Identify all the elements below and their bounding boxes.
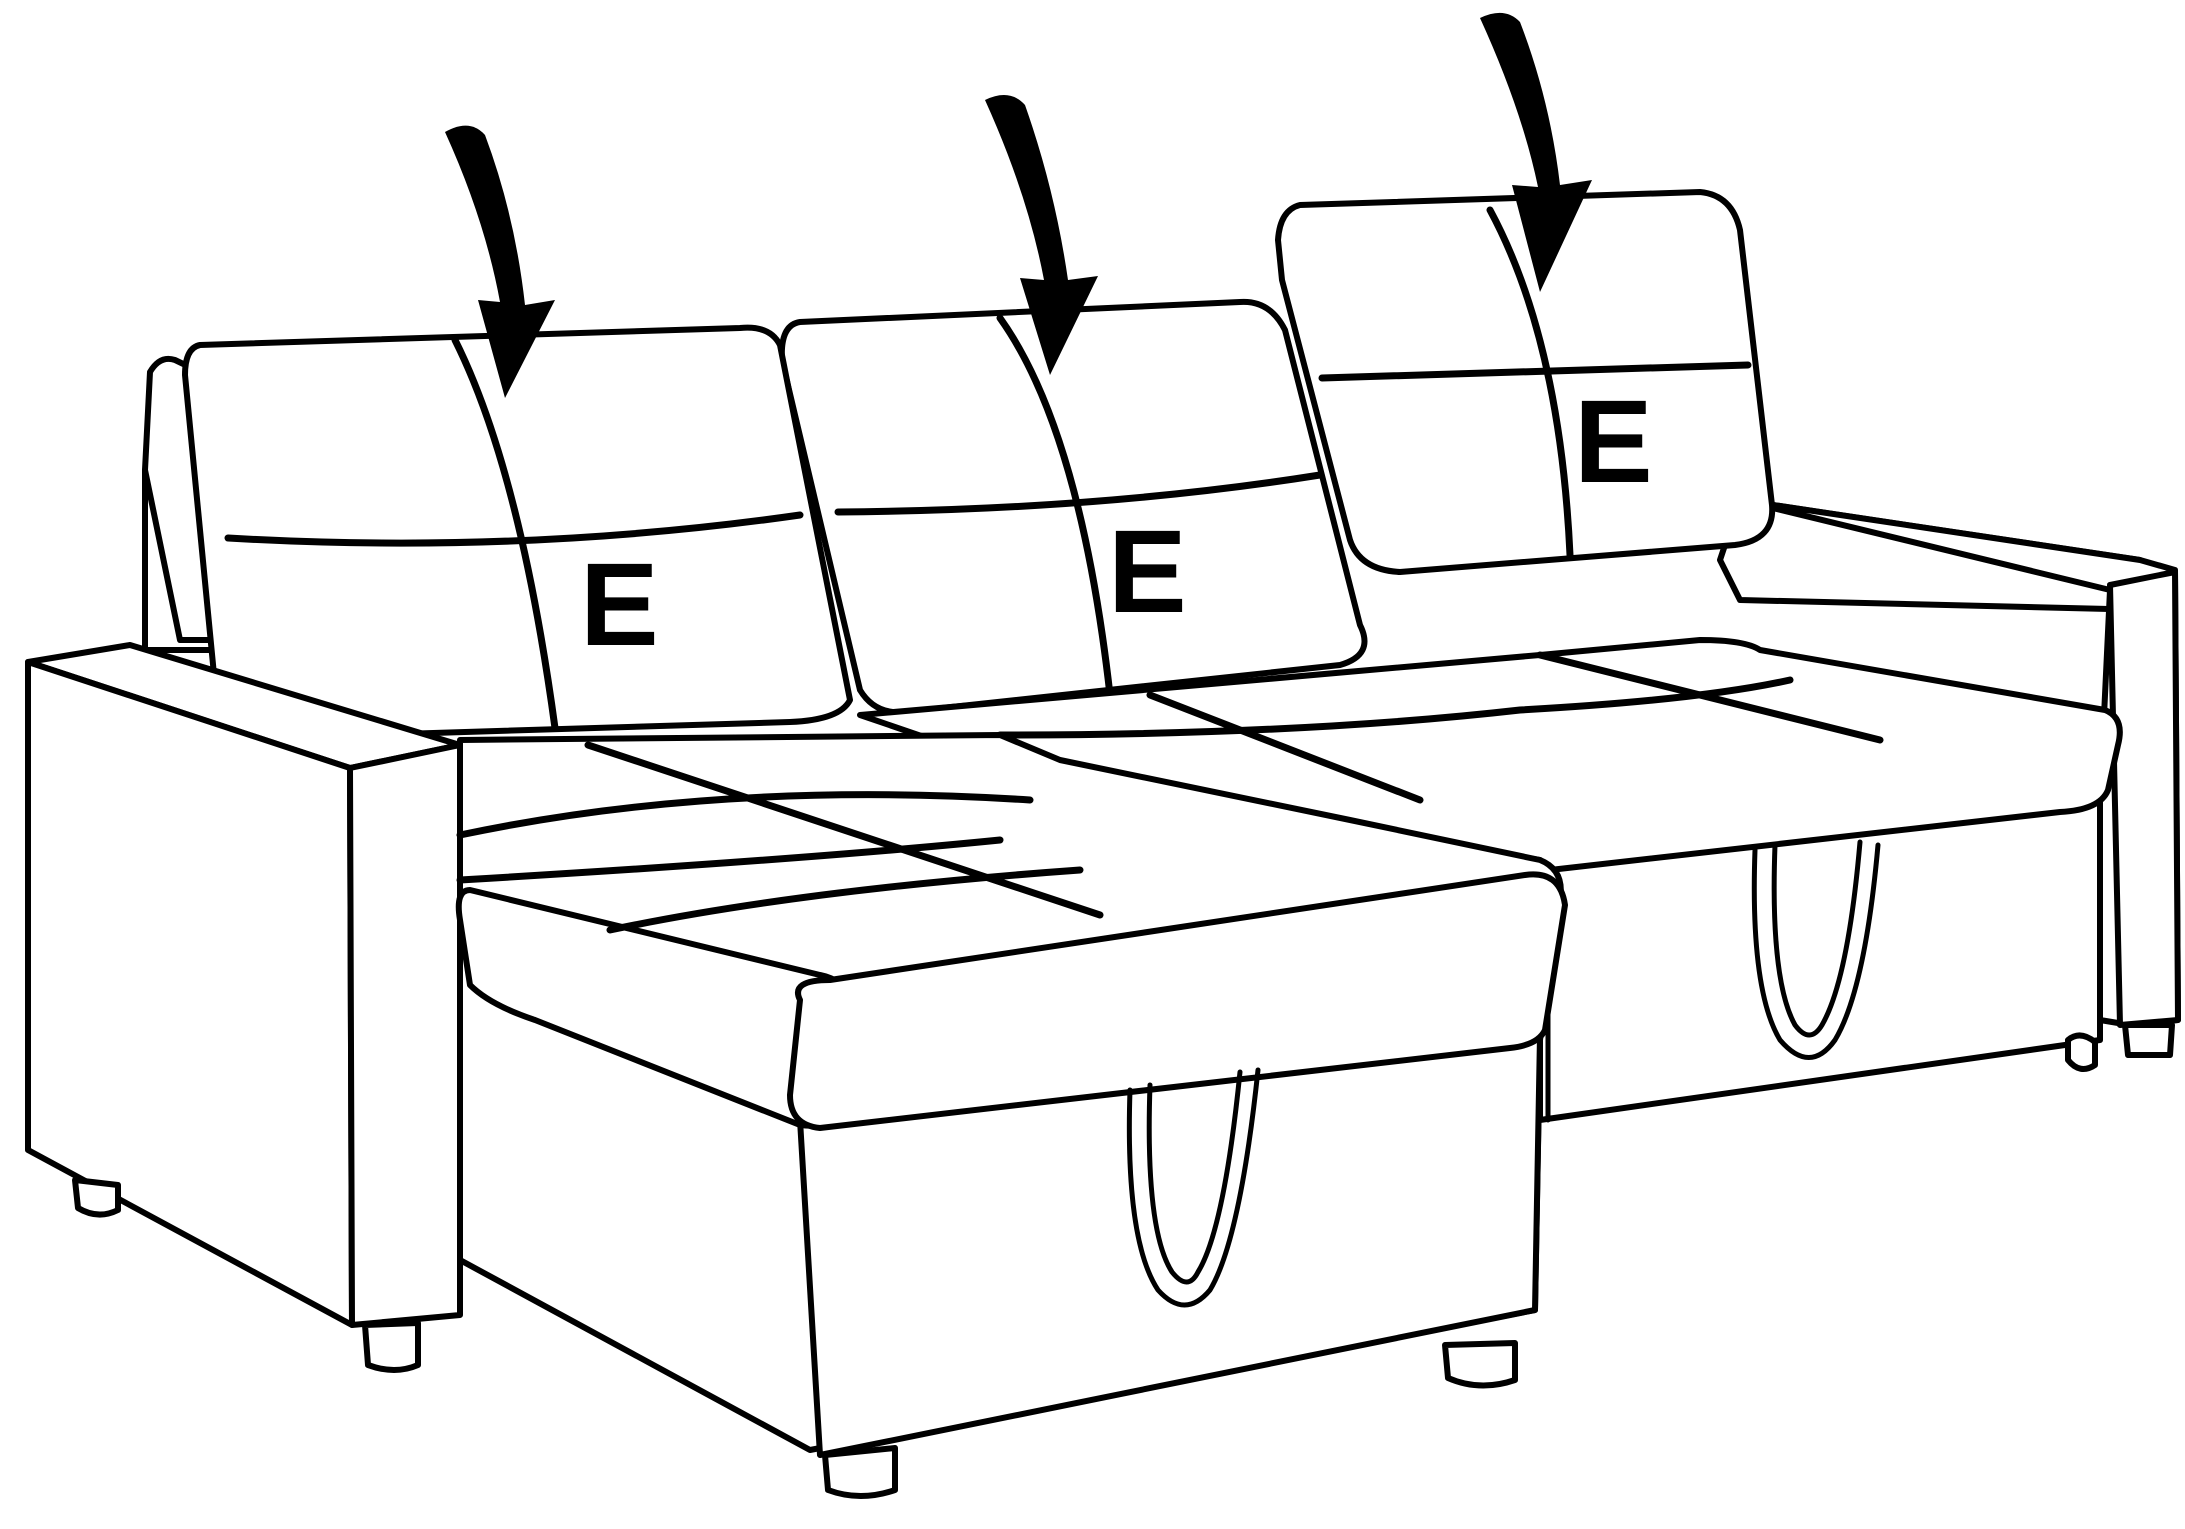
back-cushion-right: E xyxy=(1278,192,1772,572)
back-cushion-middle: E xyxy=(782,302,1365,712)
back-cushion-left: E xyxy=(185,328,850,738)
cushion-label-left: E xyxy=(580,539,659,671)
chaise-section xyxy=(459,735,1565,1496)
left-armrest xyxy=(28,645,460,1370)
cushion-label-middle: E xyxy=(1108,506,1187,638)
cushion-label-right: E xyxy=(1574,376,1653,508)
